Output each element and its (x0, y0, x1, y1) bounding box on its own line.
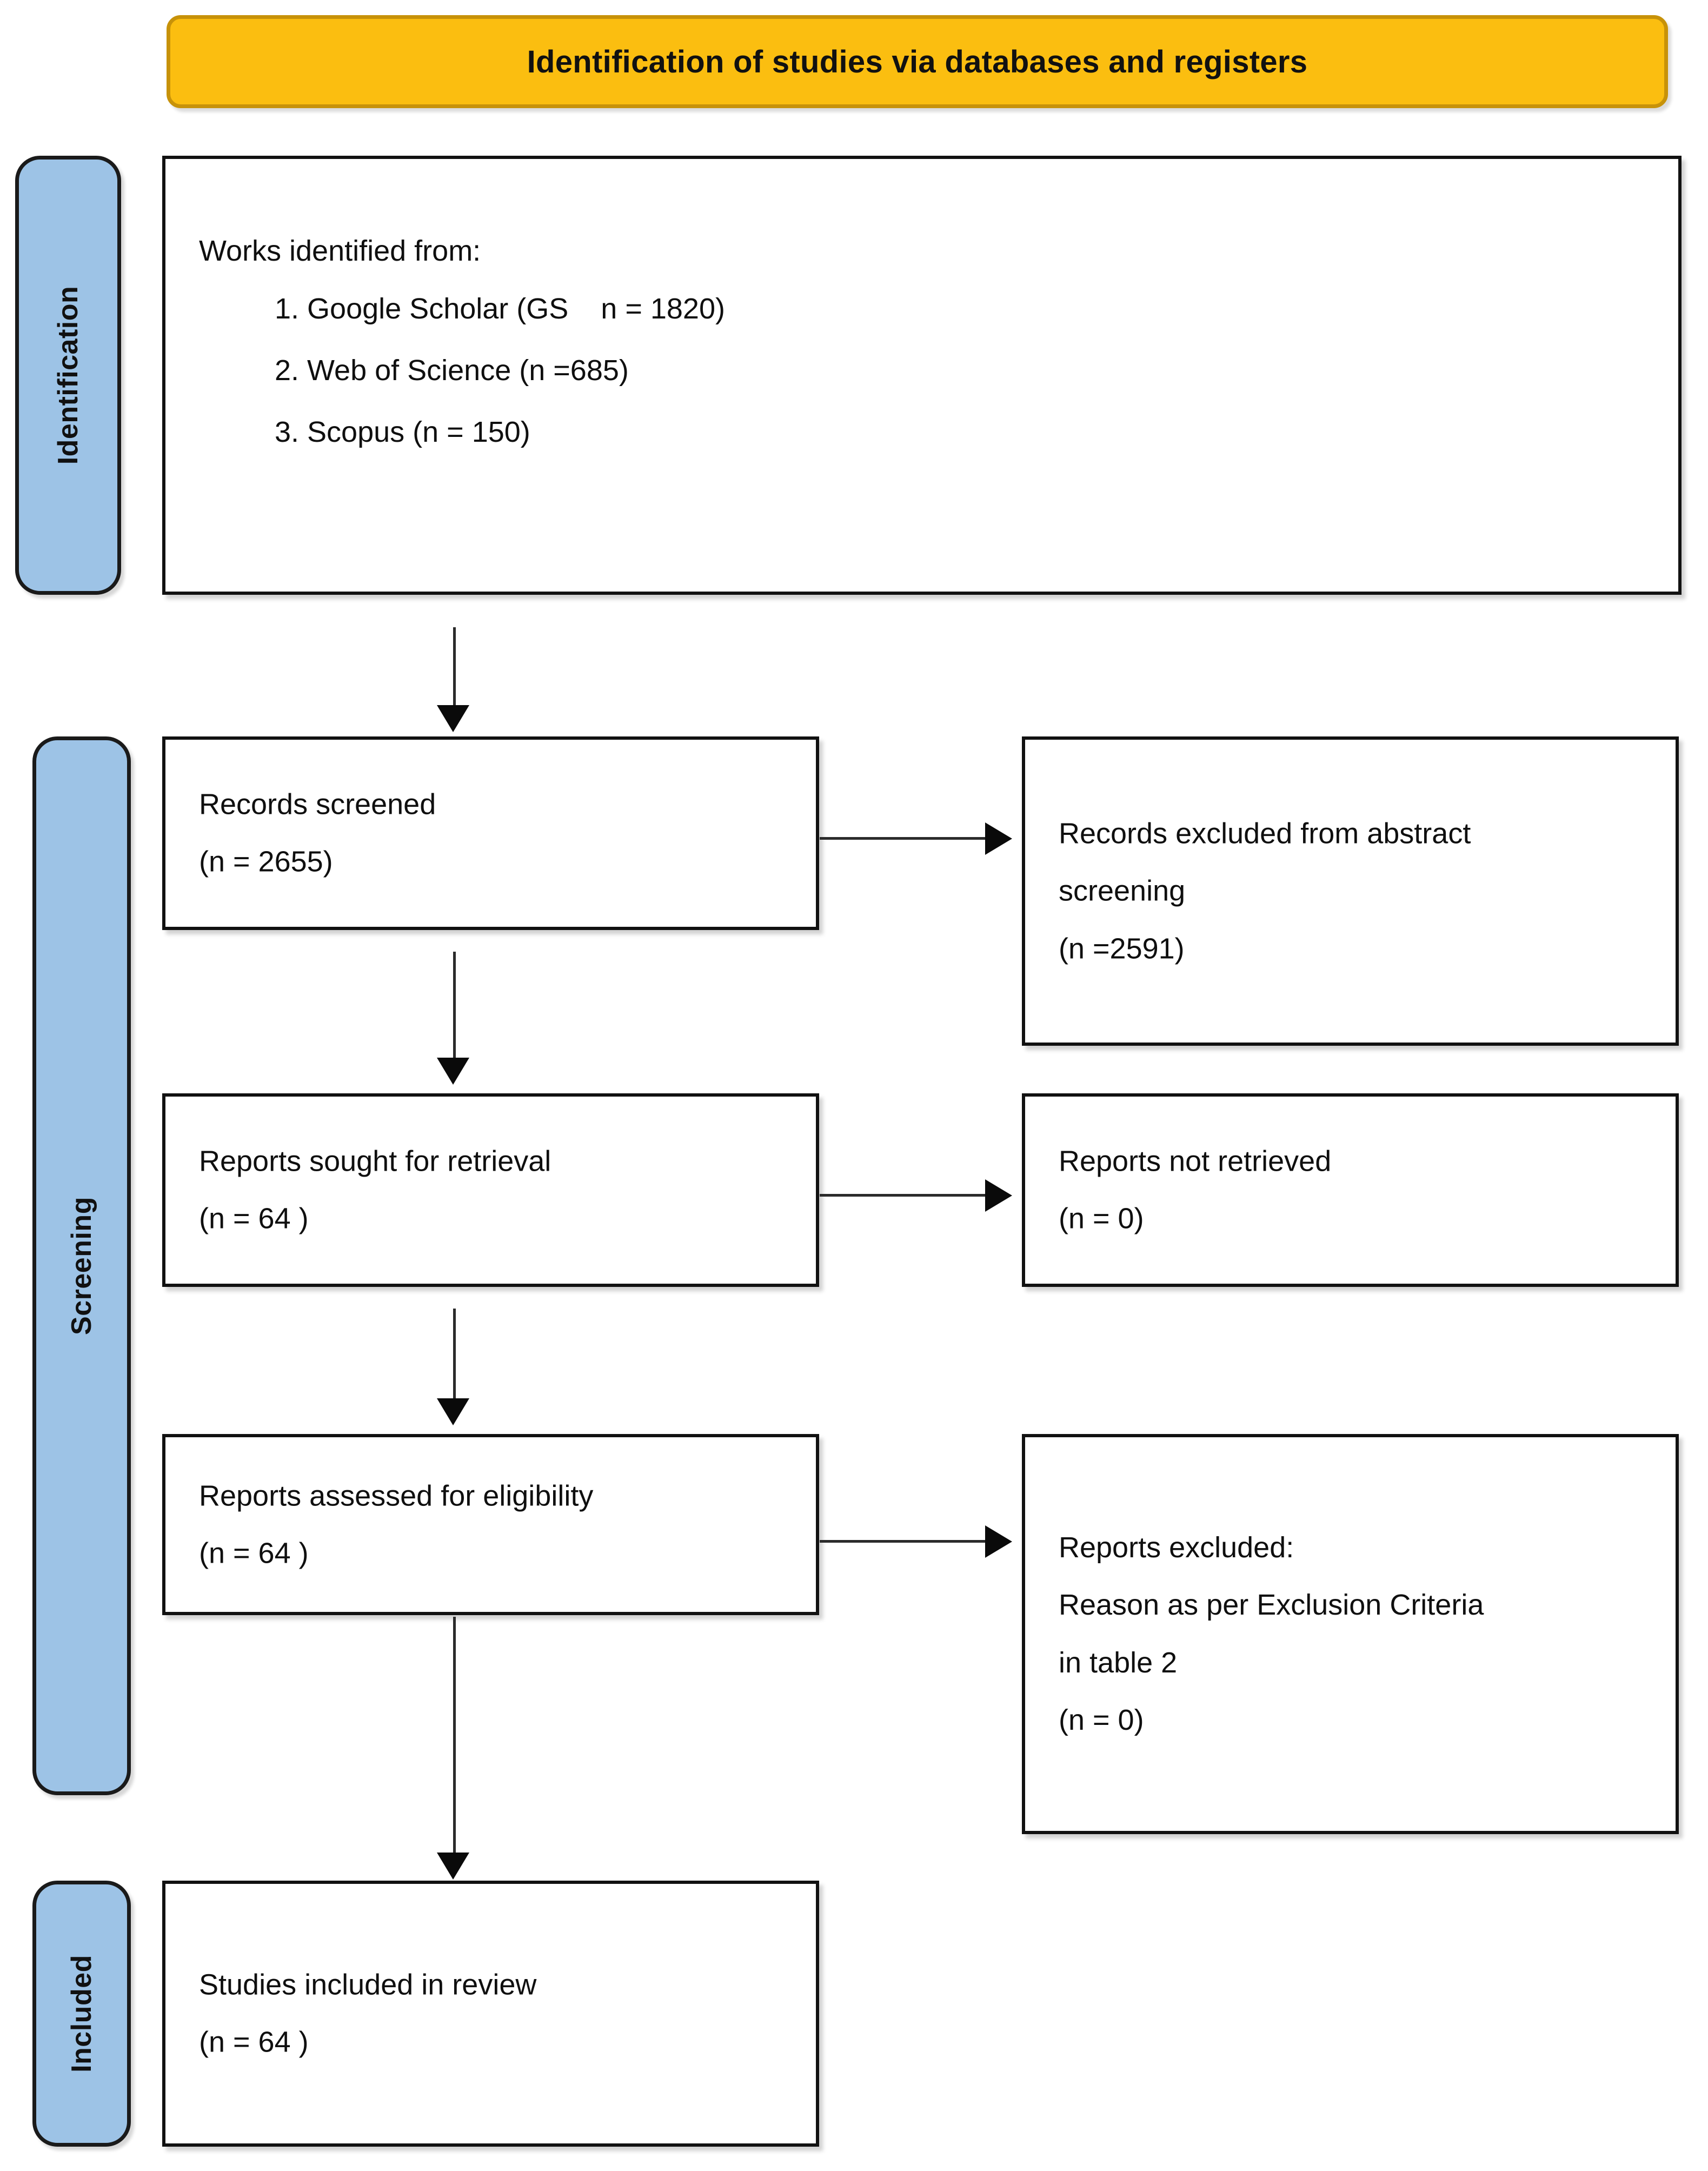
connector-assessed-to-excluded-line (820, 1540, 987, 1543)
studies-included-label: Studies included in review (199, 1968, 537, 2001)
source-item-web-of-science: 2. Web of Science (n =685) (275, 354, 629, 387)
stage-sidebar-screening: Screening (32, 736, 131, 1795)
box-studies-included-in-review: Studies included in review (n = 64 ) (162, 1881, 819, 2147)
diagram-header-banner: Identification of studies via databases … (167, 15, 1668, 108)
box-reports-not-retrieved: Reports not retrieved (n = 0) (1022, 1093, 1679, 1287)
connector-sought-to-notretrieved-arrow-icon (985, 1179, 1012, 1212)
records-screened-label: Records screened (199, 788, 436, 821)
reports-excluded-reason-line1: Reason as per Exclusion Criteria (1059, 1589, 1484, 1622)
connector-screened-to-sought-arrow-icon (437, 1058, 469, 1085)
box-records-screened: Records screened (n = 2655) (162, 736, 819, 930)
box-works-identified: Works identified from: 1. Google Scholar… (162, 156, 1682, 595)
reports-excluded-label: Reports excluded: (1059, 1531, 1294, 1564)
connector-identified-to-screened-line (453, 627, 456, 707)
banner-title: Identification of studies via databases … (527, 44, 1308, 79)
connector-screened-to-excluded-line (820, 837, 987, 840)
connector-sought-to-assessed-arrow-icon (437, 1398, 469, 1425)
connector-assessed-to-excluded-arrow-icon (985, 1525, 1012, 1558)
works-identified-source-list: 1. Google Scholar (GS n = 1820) 2. Web o… (199, 292, 1659, 449)
reports-assessed-count: (n = 64 ) (199, 1537, 309, 1570)
studies-included-count: (n = 64 ) (199, 2026, 309, 2059)
records-excluded-label-line2: screening (1059, 874, 1186, 907)
reports-sought-count: (n = 64 ) (199, 1203, 309, 1235)
reports-excluded-reason-line2: in table 2 (1059, 1646, 1178, 1679)
source-item-google-scholar: 1. Google Scholar (GS n = 1820) (275, 293, 725, 326)
box-records-excluded: Records excluded from abstract screening… (1022, 736, 1679, 1046)
connector-assessed-to-included-line (453, 1617, 456, 1855)
connector-screened-to-sought-line (453, 952, 456, 1060)
source-item-scopus: 3. Scopus (n = 150) (275, 416, 530, 449)
reports-assessed-label: Reports assessed for eligibility (199, 1479, 594, 1512)
records-excluded-count: (n =2591) (1059, 932, 1185, 965)
connector-sought-to-notretrieved-line (820, 1194, 987, 1197)
connector-assessed-to-included-arrow-icon (437, 1853, 469, 1880)
records-excluded-label-line1: Records excluded from abstract (1059, 817, 1471, 850)
stage-sidebar-identification: Identification (15, 156, 121, 595)
stage-sidebar-included: Included (32, 1881, 131, 2147)
works-identified-heading: Works identified from: (199, 235, 481, 267)
connector-sought-to-assessed-line (453, 1309, 456, 1400)
box-reports-excluded-eligibility: Reports excluded: Reason as per Exclusio… (1022, 1434, 1679, 1834)
box-reports-assessed-for-eligibility: Reports assessed for eligibility (n = 64… (162, 1434, 819, 1615)
reports-not-retrieved-count: (n = 0) (1059, 1203, 1144, 1235)
connector-identified-to-screened-arrow-icon (437, 705, 469, 732)
stage-label-included: Included (66, 1955, 97, 2073)
stage-label-identification: Identification (52, 286, 84, 465)
connector-screened-to-excluded-arrow-icon (985, 822, 1012, 855)
box-reports-sought-for-retrieval: Reports sought for retrieval (n = 64 ) (162, 1093, 819, 1287)
reports-not-retrieved-label: Reports not retrieved (1059, 1145, 1332, 1178)
stage-label-screening: Screening (66, 1197, 97, 1335)
reports-sought-label: Reports sought for retrieval (199, 1145, 551, 1178)
records-screened-count: (n = 2655) (199, 846, 333, 878)
reports-excluded-count: (n = 0) (1059, 1704, 1144, 1737)
